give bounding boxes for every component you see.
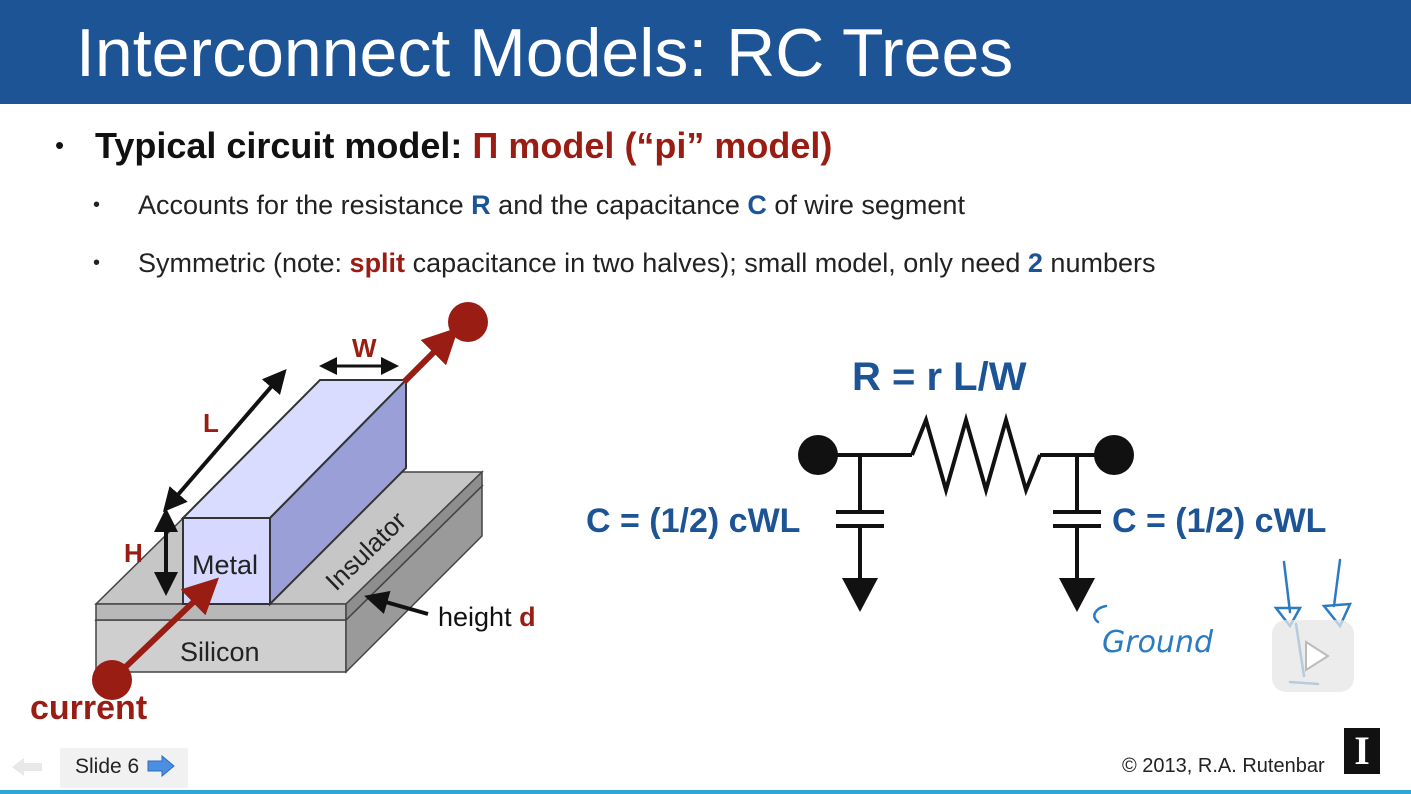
left-ground-symbol (842, 578, 878, 612)
var-r: R (471, 190, 491, 220)
bullet-symmetric: • Symmetric (note: split capacitance in t… (93, 248, 1155, 279)
current-in-terminal (92, 660, 132, 700)
bullet-text: Symmetric (note: (138, 248, 350, 278)
play-icon (1305, 640, 1330, 672)
bullet-text: Typical circuit model: (95, 125, 473, 166)
university-logo: I (1344, 728, 1380, 774)
l-dimension-arrow (162, 368, 287, 513)
bullet-text: Accounts for the resistance (138, 190, 472, 220)
current-out-terminal (448, 302, 488, 342)
left-capacitance-formula: C = (1/2) cWL (586, 502, 800, 540)
current-label: current (30, 689, 147, 727)
right-capacitance-formula: C = (1/2) cWL (1112, 502, 1326, 540)
current-out-arrow (401, 327, 459, 385)
title-bar: Interconnect Models: RC Trees (0, 0, 1411, 104)
bullet-typical-model: • Typical circuit model: Π model (“pi” mo… (55, 125, 832, 167)
height-label: height d (438, 602, 536, 632)
video-play-button[interactable] (1272, 620, 1354, 692)
pi-symbol: Π (472, 125, 499, 166)
w-label: W (352, 333, 377, 363)
metal-label: Metal (192, 550, 258, 580)
slide-number: Slide 6 (75, 755, 140, 778)
bullet-text: of wire segment (766, 190, 965, 220)
pi-model-text: model (“pi” model) (498, 125, 833, 166)
bullet-accounts: • Accounts for the resistance R and the c… (93, 190, 965, 221)
current-in-arrow (109, 577, 220, 683)
resistance-formula: R = r L/W (852, 355, 1027, 399)
l-label: L (203, 408, 219, 438)
bullet-dot: • (55, 130, 65, 160)
bullet-dot: • (93, 252, 101, 274)
handwritten-ground-text: Ground (1102, 625, 1214, 660)
next-slide-arrow-icon[interactable] (146, 753, 176, 779)
silicon-label: Silicon (180, 637, 260, 667)
pi-circuit (818, 412, 1114, 580)
bullet-dot: • (93, 194, 101, 216)
copyright-text: © 2013, R.A. Rutenbar (1122, 755, 1325, 777)
prev-slide-arrow-icon[interactable] (8, 754, 48, 780)
var-c: C (747, 190, 767, 220)
bullet-text: and the capacitance (490, 190, 748, 220)
height-pointer-arrow (364, 590, 429, 616)
h-label: H (124, 538, 143, 568)
bullet-text: numbers (1042, 248, 1156, 278)
right-ground-symbol (1059, 578, 1095, 612)
word-split: split (349, 248, 406, 278)
bullet-text: capacitance in two halves); small model,… (405, 248, 1028, 278)
progress-line (0, 790, 1411, 794)
number-two: 2 (1027, 248, 1043, 278)
slide-title: Interconnect Models: RC Trees (76, 15, 1014, 91)
left-node-terminal (798, 435, 838, 475)
right-node-terminal (1094, 435, 1134, 475)
resistor-symbol (910, 412, 1042, 498)
